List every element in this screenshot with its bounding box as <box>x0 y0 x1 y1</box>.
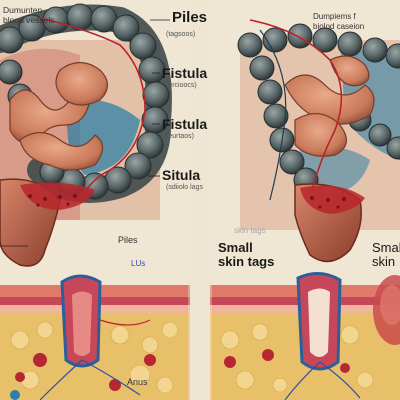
label-piles-lower: Piles <box>118 235 138 245</box>
label-situla-title: Situla <box>162 167 201 183</box>
left-top-note: Dumunten blood vessels <box>3 5 55 26</box>
label-fistula-1-sub: (ercioocs) <box>166 82 197 89</box>
left-artery <box>39 17 146 201</box>
right-small-intestine <box>284 55 375 157</box>
label-small-skin-tags: Small skin tags <box>218 240 275 269</box>
label-anus: Anus <box>127 377 148 387</box>
label-small-skin-edge: Smal skin <box>372 240 400 269</box>
label-piles-title: Piles <box>172 9 208 26</box>
skin-cross-section-left <box>0 274 190 400</box>
skin-cross-section-right <box>210 272 400 400</box>
left-rectum <box>0 178 95 267</box>
label-fistula-2-title: Fistula <box>162 116 208 132</box>
label-piles-sub: (tagsoos) <box>166 31 196 38</box>
label-skin-tags-faint: skin tags <box>234 226 266 235</box>
label-situla-sub: (sdiiolo lags <box>166 184 203 191</box>
label-lus: LUs <box>131 259 146 268</box>
label-fistula-1-title: Fistula <box>162 65 208 81</box>
right-rectum <box>294 183 365 263</box>
right-artery <box>249 19 343 191</box>
right-top-note: Dumpiems f biolod caseion <box>313 12 365 31</box>
left-small-intestine <box>9 61 109 171</box>
label-fistula-2-sub: (eurtaos) <box>166 133 195 140</box>
left-leader-lines <box>0 19 170 247</box>
right-vein <box>259 29 287 201</box>
